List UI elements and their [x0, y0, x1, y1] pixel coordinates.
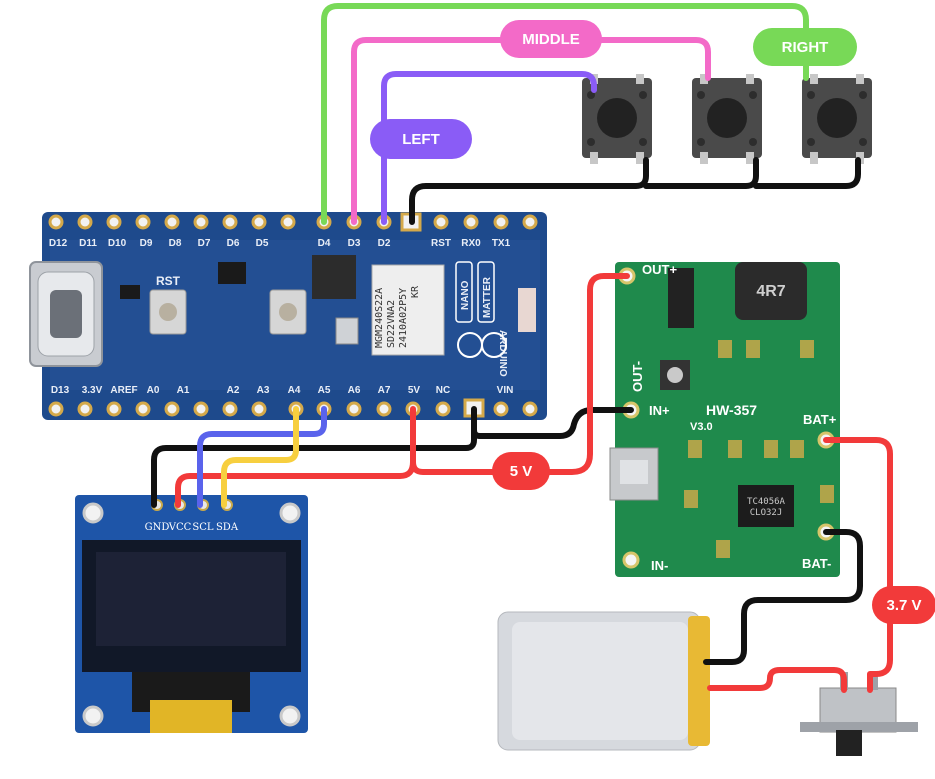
label-bat-minus: BAT-	[802, 556, 831, 571]
pin-label-d11: D11	[79, 238, 97, 249]
matter-label: MATTER	[482, 276, 493, 318]
pin-label-d3: D3	[348, 238, 361, 249]
pin-label-a0: A0	[147, 385, 160, 396]
crystal	[335, 317, 359, 345]
reset-button	[149, 289, 187, 335]
pin-label-a7: A7	[378, 385, 391, 396]
arduino-nano-matter-board: D12 D11 D10 D9 D8 D7 D6 D5 D4 D3 D2 GND …	[29, 212, 547, 420]
pin-label-d4: D4	[318, 238, 331, 249]
oled-pin-scl: SCL	[192, 522, 214, 533]
pin-label-a4: A4	[288, 385, 301, 396]
chip-line-1: MGM240S22A	[374, 288, 385, 348]
label-out-minus: OUT-	[630, 361, 645, 392]
arduino-bottom-pin-labels: D13 3.3V AREF A0 A1 A2 A3 A4 A5 A6 A7 5V…	[51, 385, 514, 396]
inductor-label: 4R7	[756, 283, 785, 300]
tactile-button-middle	[692, 74, 762, 164]
pin-label-a3: A3	[257, 385, 270, 396]
pin-label-vin: VIN	[497, 385, 514, 396]
pin-label-d13: D13	[51, 385, 70, 396]
charger-chip-label-2: CLO32J	[750, 508, 783, 518]
pin-label-d9: D9	[140, 238, 153, 249]
slide-switch	[800, 672, 918, 756]
wire-battery-negative	[703, 529, 863, 665]
rst-button-label: RST	[156, 274, 181, 288]
tactile-button-right	[802, 74, 872, 164]
wire-5v	[410, 273, 630, 475]
smd-chip-a	[218, 262, 246, 284]
pin-label-top-gnd: GND	[400, 238, 422, 249]
oled-pin-gnd: GND	[145, 522, 170, 533]
nano-matter-logo: NANO MATTER ARDUINO	[455, 261, 508, 377]
five-volt-text: 5 V	[510, 463, 533, 480]
pin-label-a5: A5	[318, 385, 331, 396]
middle-label-text: MIDDLE	[522, 31, 580, 48]
right-label-text: RIGHT	[782, 39, 829, 56]
pin-label-nc: NC	[436, 385, 450, 396]
user-button	[269, 289, 307, 335]
wire-oled-gnd	[151, 417, 477, 508]
chip-line-2: SD22VNA2	[386, 300, 397, 348]
arduino-top-pin-labels: D12 D11 D10 D9 D8 D7 D6 D5 D4 D3 D2 GND …	[49, 238, 511, 249]
pin-label-rx0: RX0	[461, 238, 481, 249]
chip-line-3: 2410A02P5Y	[398, 288, 409, 348]
label-right-pill: RIGHT	[753, 28, 857, 66]
battery-volt-text: 3.7 V	[886, 597, 921, 614]
wire-oled-scl	[197, 406, 327, 508]
wire-battery-to-switch	[707, 667, 847, 693]
oled-pin-labels: GND VCC SCL SDA	[145, 522, 239, 533]
pin-label-tx1: TX1	[492, 238, 511, 249]
nano-label: NANO	[460, 280, 471, 310]
charger-board-hw357: 4R7 TC4056A CLO32J OUT+ OUT- IN+ IN- HW-…	[609, 262, 840, 577]
pin-label-d6: D6	[227, 238, 240, 249]
label-middle-pill: MIDDLE	[500, 20, 602, 58]
chip-line-4: KR	[410, 285, 421, 298]
pin-label-d2: D2	[378, 238, 391, 249]
led-strip	[518, 288, 536, 332]
wire-right-button	[321, 3, 809, 225]
pin-label-aref: AREF	[110, 385, 137, 396]
tactile-button-left	[582, 74, 652, 164]
pin-label-a6: A6	[348, 385, 361, 396]
label-bat-plus: BAT+	[803, 412, 837, 427]
pin-label-a2: A2	[227, 385, 240, 396]
label-in-minus: IN-	[651, 558, 668, 573]
usb-c-connector	[29, 261, 103, 367]
label-5v-pill: 5 V	[492, 452, 550, 490]
pin-label-3v3: 3.3V	[82, 385, 103, 396]
wire-oled-vcc	[175, 437, 416, 508]
charger-chip-label: TC4056A	[747, 497, 786, 507]
mgm240-module: MGM240S22A SD22VNA2 2410A02P5Y KR	[371, 264, 445, 356]
pin-label-d5: D5	[256, 238, 269, 249]
label-model: HW-357	[706, 402, 757, 418]
label-left-pill: LEFT	[370, 119, 472, 159]
wire-buttons-ground	[409, 157, 861, 225]
pin-label-a1: A1	[177, 385, 190, 396]
lipo-battery	[497, 611, 710, 751]
label-3v7-pill: 3.7 V	[872, 586, 935, 624]
smd-chip-c	[312, 255, 356, 299]
label-version: V3.0	[690, 421, 713, 433]
left-label-text: LEFT	[402, 131, 440, 148]
pin-label-d10: D10	[108, 238, 127, 249]
wires	[151, 3, 893, 693]
pin-label-d12: D12	[49, 238, 68, 249]
label-in-plus: IN+	[649, 403, 670, 418]
pin-label-bottom-gnd: GND	[463, 385, 485, 396]
pin-label-d8: D8	[169, 238, 182, 249]
label-out-plus: OUT+	[642, 262, 677, 277]
wire-left-button	[381, 71, 597, 225]
oled-pin-sda: SDA	[216, 522, 239, 533]
pin-label-d7: D7	[198, 238, 211, 249]
oled-pin-vcc: VCC	[168, 522, 192, 533]
pin-label-5v: 5V	[408, 385, 421, 396]
wire-oled-sda	[221, 406, 299, 508]
oled-display-module: GND VCC SCL SDA	[75, 495, 308, 733]
wire-battery-positive	[823, 437, 893, 693]
pin-label-rst: RST	[431, 238, 451, 249]
smd-chip-b	[120, 285, 140, 299]
